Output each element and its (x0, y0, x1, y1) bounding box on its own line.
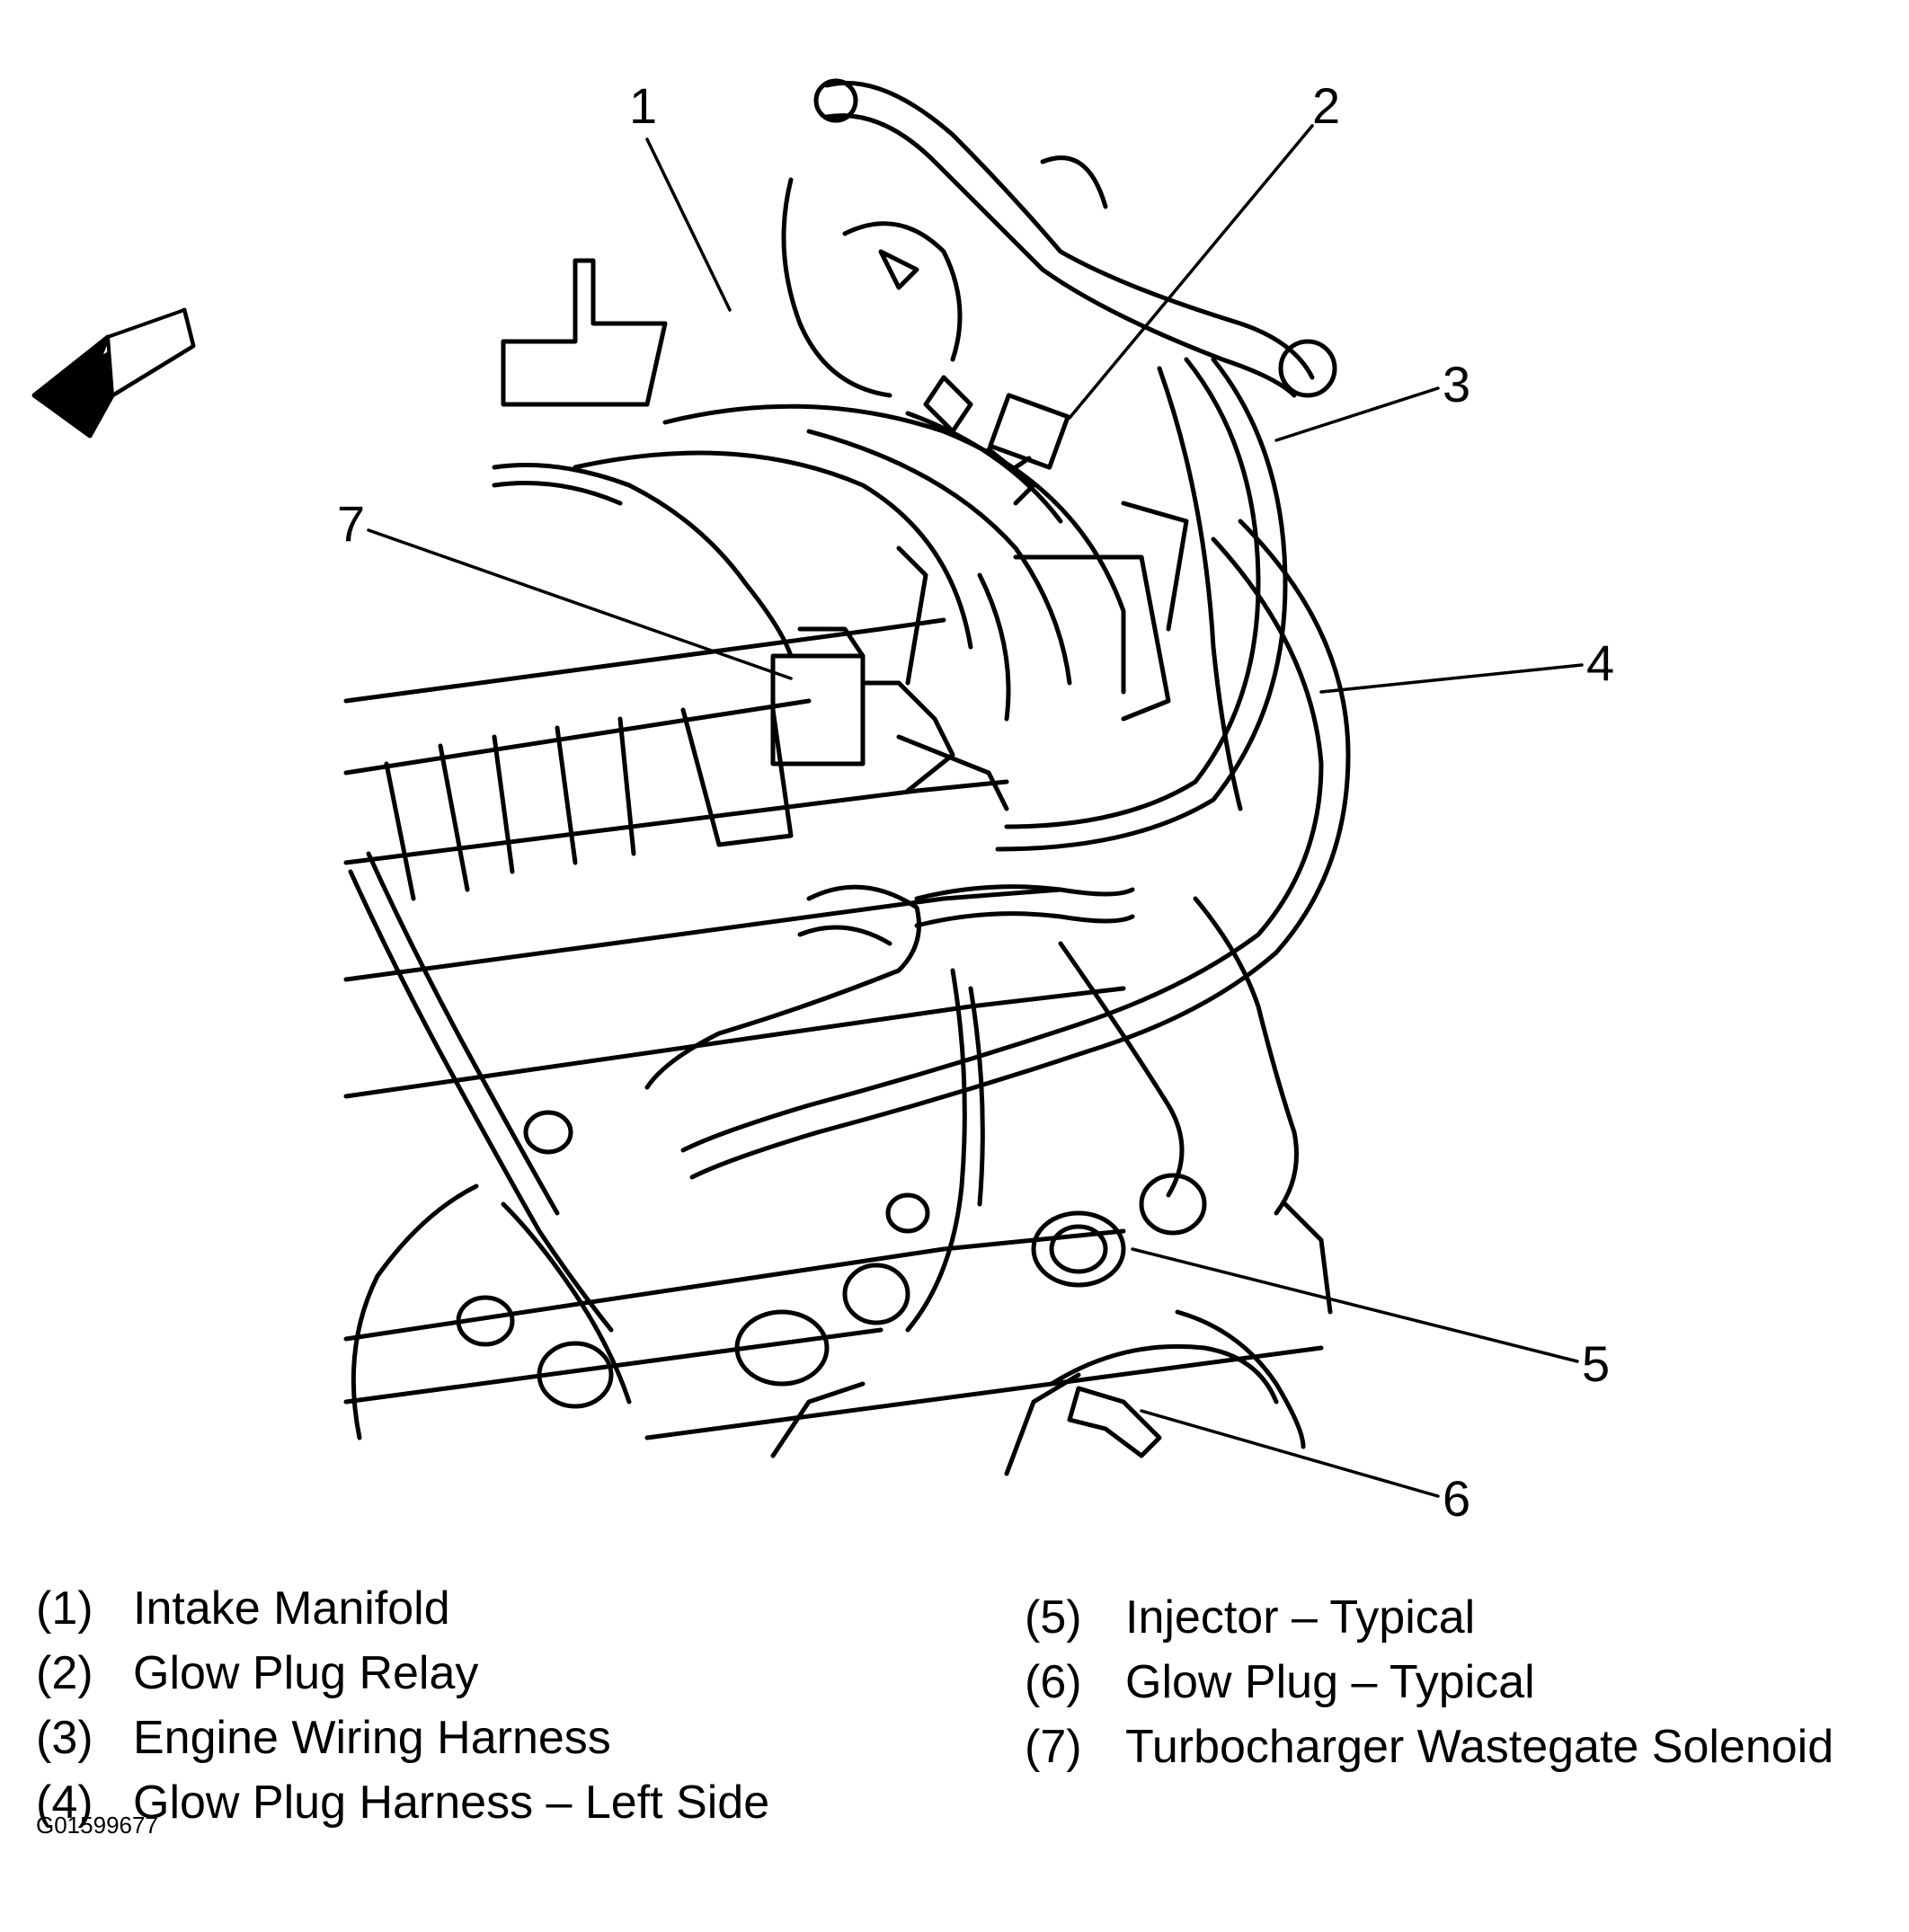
legend-num: (6) (1025, 1656, 1082, 1708)
legend-num: (3) (36, 1712, 93, 1764)
callout-4: 4 (1586, 634, 1615, 691)
upper-harness (781, 78, 1337, 434)
wastegate-solenoid (492, 463, 1009, 811)
glow-plug (1049, 1309, 1306, 1458)
callout-3: 3 (1443, 356, 1471, 412)
legend-right: (5) Injector – Typical (6) Glow Plug – T… (1025, 1591, 1887, 1788)
engine-diagram (31, 78, 1584, 1498)
callout-2: 2 (1312, 77, 1341, 134)
legend-num: (7) (1025, 1721, 1082, 1773)
direction-arrow-icon (31, 307, 196, 439)
legend-label: Engine Wiring Harness (133, 1712, 611, 1764)
lower-engine (770, 896, 1333, 1476)
callout-7: 7 (337, 495, 366, 552)
glow-plug-relay (986, 393, 1070, 506)
figure-id: G01599677 (36, 1812, 158, 1839)
legend-label: Intake Manifold (133, 1582, 450, 1635)
injectors (456, 1110, 1207, 1409)
legend-label: Glow Plug Relay (133, 1647, 479, 1699)
glow-plug-harness-left (644, 518, 1351, 1180)
leader-lines (367, 124, 1584, 1498)
legend-label: Glow Plug Harness – Left Side (133, 1777, 770, 1829)
legend-num: (2) (36, 1647, 93, 1699)
engine-wiring-harness (995, 357, 1288, 852)
legend-num: (1) (36, 1582, 93, 1635)
legend-label: Turbocharger Wastegate Solenoid (1125, 1721, 1834, 1773)
engine-block (343, 258, 1324, 1440)
callout-5: 5 (1582, 1335, 1611, 1392)
injector-lines (348, 851, 1185, 1440)
legend-label: Glow Plug – Typical (1125, 1656, 1535, 1708)
legend-num: (4) (36, 1777, 93, 1829)
callout-1: 1 (629, 77, 658, 134)
legend-label: Injector – Typical (1125, 1591, 1476, 1644)
callout-6: 6 (1443, 1470, 1471, 1527)
intake-manifold (573, 403, 1189, 722)
legend-left: (1) Intake Manifold (2) Glow Plug Relay … (36, 1582, 971, 1829)
legend-num: (5) (1025, 1591, 1082, 1644)
